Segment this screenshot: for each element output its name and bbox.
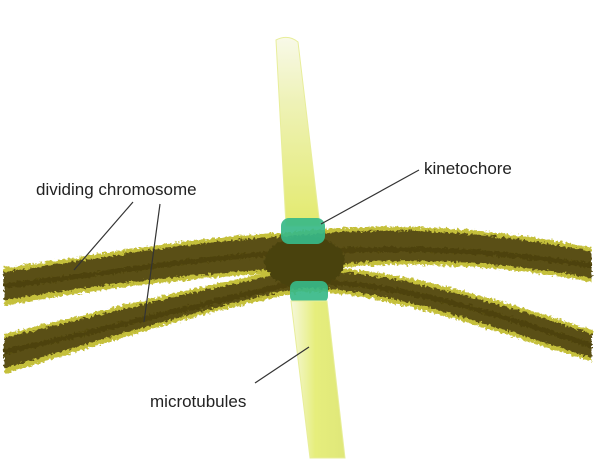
- microtubule-upper: [276, 37, 320, 226]
- kinetochore-lower: [290, 281, 328, 303]
- label-dividing-chromosome: dividing chromosome: [36, 181, 197, 198]
- label-microtubules: microtubules: [150, 393, 246, 410]
- microtubule-lower: [291, 301, 345, 458]
- kinetochore-upper: [281, 218, 325, 244]
- label-kinetochore: kinetochore: [424, 160, 512, 177]
- pointer-kinetochore: [321, 170, 419, 224]
